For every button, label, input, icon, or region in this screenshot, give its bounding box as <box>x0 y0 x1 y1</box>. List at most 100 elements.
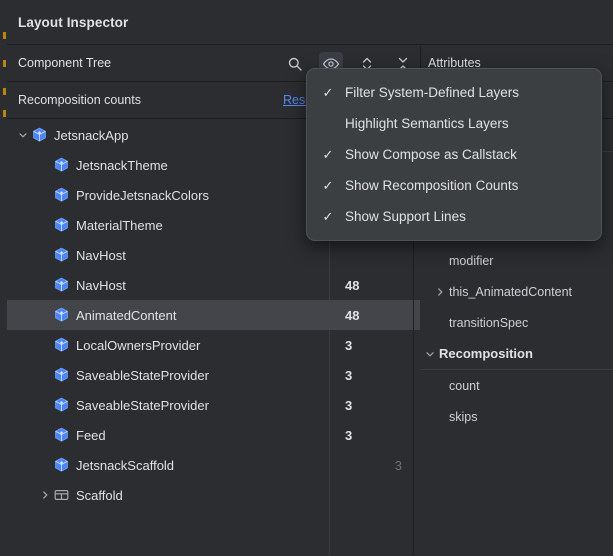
popup-menu-item[interactable]: ✓ Filter System-Defined Layers <box>307 77 601 108</box>
attribute-row[interactable]: skips <box>421 401 613 432</box>
recomposition-count: 3 <box>345 397 353 413</box>
tree-row[interactable]: Scaffold <box>7 480 420 510</box>
tree-row-label: Scaffold <box>76 487 123 503</box>
recomposition-count: 3 <box>345 337 353 353</box>
compose-node-icon <box>53 427 70 444</box>
chevron-right-icon[interactable] <box>37 480 53 510</box>
tree-row-label: MaterialTheme <box>76 217 163 233</box>
gutter-marker <box>3 88 6 95</box>
compose-node-icon <box>53 457 70 474</box>
tree-chevron-placeholder <box>37 300 53 330</box>
panel-splitter[interactable] <box>413 120 414 556</box>
tree-chevron-placeholder <box>37 180 53 210</box>
tree-row[interactable]: JetsnackScaffold 3 <box>7 450 420 480</box>
attribute-name: this_AnimatedContent <box>449 284 572 299</box>
tree-chevron-placeholder <box>37 420 53 450</box>
gutter-marker <box>3 60 6 67</box>
gutter-marker <box>3 110 6 117</box>
compose-node-icon <box>31 127 48 144</box>
page-title: Layout Inspector <box>18 14 129 30</box>
tree-row-label: AnimatedContent <box>76 307 177 323</box>
recomposition-count: 48 <box>345 307 360 323</box>
popup-menu-item-label: Show Recomposition Counts <box>345 178 519 193</box>
recomposition-count: 3 <box>345 367 353 383</box>
compose-node-icon <box>53 397 70 414</box>
tree-row[interactable]: JetsnackApp <box>7 120 420 150</box>
tree-row[interactable]: AnimatedContent 48 <box>7 300 420 330</box>
attributes-section-header[interactable]: Recomposition <box>421 338 613 370</box>
attributes-section-title: Recomposition <box>439 346 533 361</box>
tree-chevron-placeholder <box>37 450 53 480</box>
popup-menu-item-label: Filter System-Defined Layers <box>345 85 520 100</box>
check-icon: ✓ <box>322 177 334 193</box>
compose-node-icon <box>53 217 70 234</box>
view-node-icon <box>53 487 70 504</box>
popup-menu-item[interactable]: ✓ Show Recomposition Counts <box>307 170 601 201</box>
tree-chevron-placeholder <box>37 390 53 420</box>
tree-chevron-placeholder <box>37 360 53 390</box>
tree-row[interactable]: NavHost <box>7 240 420 270</box>
recomposition-count: 48 <box>345 277 360 293</box>
tree-row[interactable]: MaterialTheme <box>7 210 420 240</box>
tree-row[interactable]: JetsnackTheme <box>7 150 420 180</box>
attribute-name: transitionSpec <box>449 315 529 330</box>
popup-menu-item[interactable]: ✓ Show Compose as Callstack <box>307 139 601 170</box>
tree-row[interactable]: NavHost 48 <box>7 270 420 300</box>
panel-divider <box>420 46 421 82</box>
attribute-row[interactable]: modifier <box>421 245 613 276</box>
tree-chevron-placeholder <box>37 240 53 270</box>
popup-menu-item-label: Highlight Semantics Layers <box>345 116 509 131</box>
tree-row[interactable]: Feed 3 <box>7 420 420 450</box>
tree-row-label: NavHost <box>76 277 126 293</box>
tree-row-label: LocalOwnersProvider <box>76 337 201 353</box>
recomposition-count: 3 <box>394 457 402 473</box>
tree-row-label: ProvideJetsnackColors <box>76 187 209 203</box>
attribute-name: modifier <box>449 253 494 268</box>
search-icon[interactable] <box>283 52 307 76</box>
tree-row[interactable]: SaveableStateProvider 3 <box>7 360 420 390</box>
popup-menu-item[interactable]: ✓Show Support Lines <box>307 201 601 232</box>
window-titlebar: Layout Inspector <box>7 0 613 45</box>
check-icon: ✓ <box>322 146 334 162</box>
compose-node-icon <box>53 367 70 384</box>
chevron-down-icon[interactable] <box>421 349 439 359</box>
check-icon: ✓ <box>322 84 334 100</box>
recomposition-count: 3 <box>345 427 353 443</box>
popup-menu-item[interactable]: Highlight Semantics Layers <box>307 108 601 139</box>
tree-row-label: JetsnackApp <box>54 127 129 143</box>
compose-node-icon <box>53 247 70 264</box>
tree-row[interactable]: ProvideJetsnackColors <box>7 180 420 210</box>
attributes-header-label: Attributes <box>428 56 481 70</box>
tree-chevron-placeholder <box>37 150 53 180</box>
attribute-row[interactable]: count <box>421 370 613 401</box>
tree-row-label: SaveableStateProvider <box>76 367 209 383</box>
chevron-right-icon[interactable] <box>431 287 449 297</box>
gutter-marker <box>3 32 6 39</box>
compose-node-icon <box>53 307 70 324</box>
tree-column-separator <box>329 120 330 556</box>
recomposition-counts-label: Recomposition counts <box>18 93 141 107</box>
tree-row-label: NavHost <box>76 247 126 263</box>
compose-node-icon <box>53 157 70 174</box>
tree-row-label: JetsnackScaffold <box>76 457 175 473</box>
tree-row-label: JetsnackTheme <box>76 157 168 173</box>
tree-chevron-placeholder <box>37 270 53 300</box>
attribute-row[interactable]: this_AnimatedContent <box>421 276 613 307</box>
attribute-name: skips <box>449 409 478 424</box>
popup-menu-item-label: Show Compose as Callstack <box>345 147 517 162</box>
compose-node-icon <box>53 337 70 354</box>
tree-row-label: Feed <box>76 427 106 443</box>
check-icon: ✓ <box>322 208 334 224</box>
component-tree-header-label: Component Tree <box>18 56 112 70</box>
chevron-down-icon[interactable] <box>15 120 31 150</box>
attribute-row[interactable]: transitionSpec <box>421 307 613 338</box>
marker-gutter <box>0 0 7 556</box>
tree-chevron-placeholder <box>37 330 53 360</box>
tree-row[interactable]: LocalOwnersProvider 3 <box>7 330 420 360</box>
compose-node-icon <box>53 277 70 294</box>
compose-node-icon <box>53 187 70 204</box>
